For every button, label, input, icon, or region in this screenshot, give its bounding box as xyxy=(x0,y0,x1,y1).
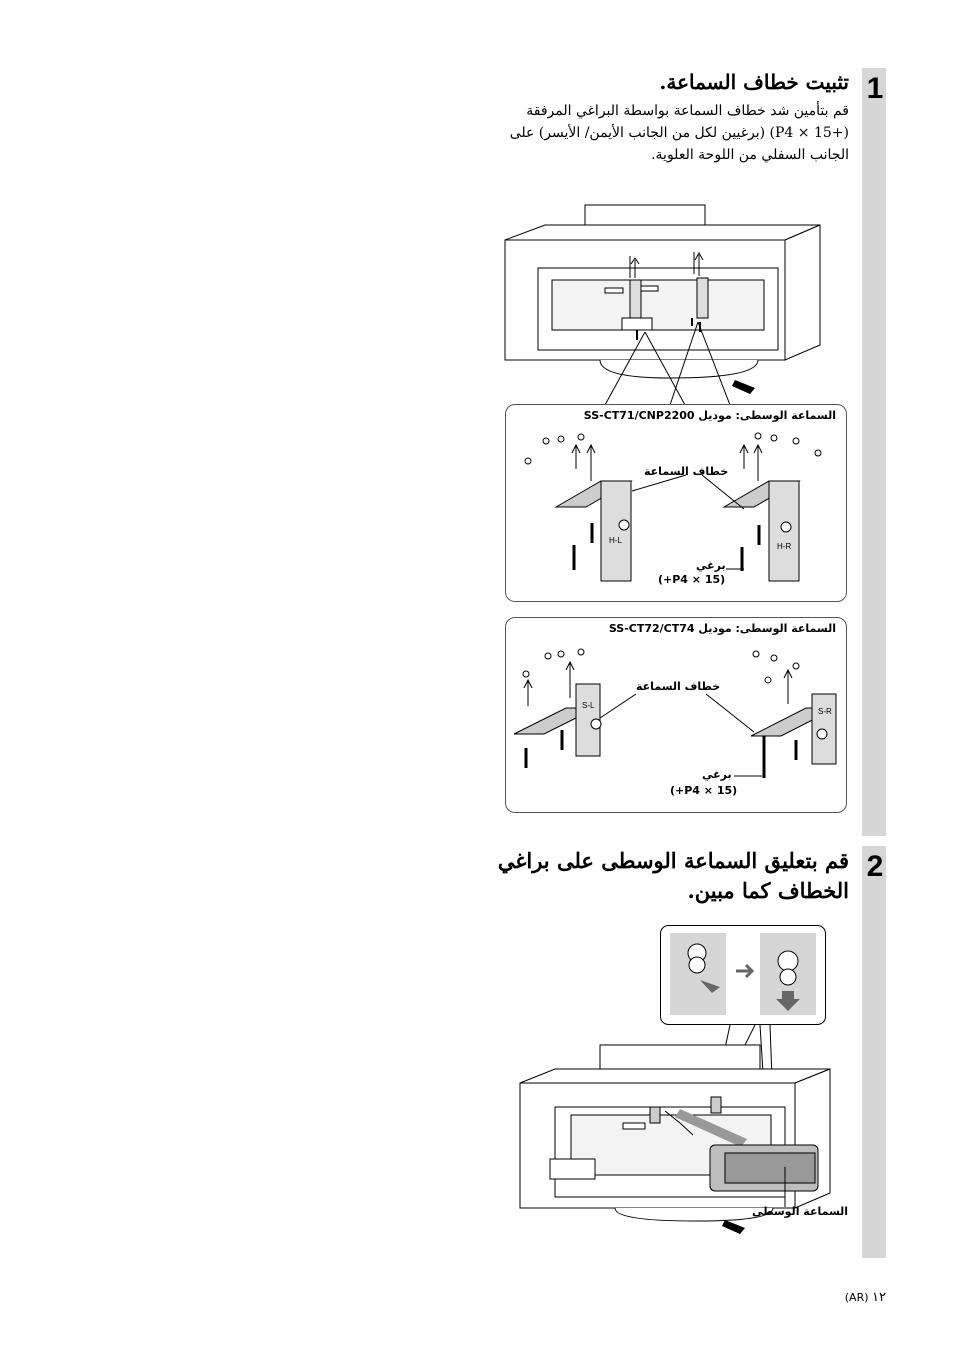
panel-a-screw-spec: (+P4 × 15) xyxy=(658,573,726,586)
step1-title: تثبيت خطاف السماعة. xyxy=(659,70,849,94)
cabinet-illustration-step1 xyxy=(504,204,821,406)
step1-body-line: قم بتأمين شد خطاف السماعة بواسطة البراغي… xyxy=(526,103,849,119)
panel-a-screw-label: برغي xyxy=(696,559,726,572)
hook-mark-right: H-R xyxy=(777,542,791,551)
step1-number: 1 xyxy=(866,72,884,105)
panel-a-hook-label: خطاف السماعة xyxy=(644,465,729,478)
speaker-label: السماعة الوسطى xyxy=(752,1205,849,1218)
step1-body: قم بتأمين شد خطاف السماعة بواسطة البراغي… xyxy=(509,100,849,166)
panel-b-hook-label: خطاف السماعة xyxy=(636,680,721,693)
panel-a-model-label: السماعة الوسطى: موديل SS-CT71/CNP2200 xyxy=(583,409,836,422)
hang-detail-inset xyxy=(660,925,826,1025)
hook-mark-left: H-L xyxy=(609,536,622,545)
step2-number: 2 xyxy=(866,850,884,883)
panel-b-screw-spec: (+P4 × 15) xyxy=(670,784,738,797)
step1-body-line: الجانب السفلي من اللوحة العلوية. xyxy=(651,147,849,163)
cabinet-illustration-step2 xyxy=(519,1024,831,1234)
footer-lang: (AR) xyxy=(844,1291,869,1304)
hook-panel-ct71: السماعة الوسطى: موديل SS-CT71/CNP2200 H-… xyxy=(505,404,847,602)
panel-b-screw-label: برغي xyxy=(702,768,732,781)
step2-title: قم بتعليق السماعة الوسطى على براغي الخطا… xyxy=(497,846,849,906)
panel-b-model-label: السماعة الوسطى: موديل SS-CT72/CT74 xyxy=(608,622,836,635)
hook-diagram-ct72: S-L S-R xyxy=(513,648,837,778)
step2-sidebar xyxy=(862,846,886,1258)
hook-diagram-ct71: H-L H-R xyxy=(524,432,822,582)
step1-sidebar xyxy=(862,68,886,836)
hook-panel-ct72: السماعة الوسطى: موديل SS-CT72/CT74 S-L S… xyxy=(505,617,847,813)
step2-title-line: قم بتعليق السماعة الوسطى على براغي xyxy=(497,848,849,873)
page-footer: (AR) ١٢ xyxy=(845,1290,886,1305)
hook-mark-right: S-R xyxy=(818,707,832,716)
page-number: ١٢ xyxy=(872,1290,886,1305)
step2-title-line: الخطاف كما مبين. xyxy=(687,878,849,903)
hook-mark-left: S-L xyxy=(582,701,595,710)
step1-body-line: (+P4 × 15) (برغيين لكل من الجانب الأيمن/… xyxy=(509,125,849,141)
